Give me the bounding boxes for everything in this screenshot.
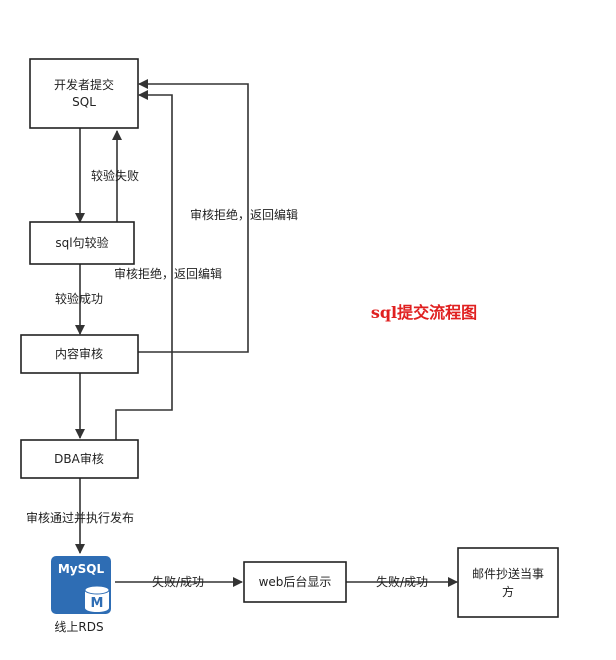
email-notify-line2: 方 <box>502 584 514 599</box>
node-web-display: web后台显示 <box>243 561 347 603</box>
edge-reject-content <box>138 79 249 353</box>
label-approve-publish: 审核通过并执行发布 <box>26 510 134 525</box>
label-reject-dba: 审核拒绝，返回编辑 <box>114 266 222 281</box>
developer-submit-line1: 开发者提交 <box>54 77 114 92</box>
content-review-label: 内容审核 <box>55 346 103 361</box>
node-developer-submit: 开发者提交 SQL <box>29 58 139 129</box>
label-check-success: 较验成功 <box>55 291 103 306</box>
node-dba-review: DBA审核 <box>20 439 139 479</box>
label-web-to-email: 失败/成功 <box>376 574 428 589</box>
node-content-review: 内容审核 <box>20 334 139 374</box>
rds-caption: 线上RDS <box>54 620 103 634</box>
email-notify-line1: 邮件抄送当事 <box>472 566 544 581</box>
edges <box>75 79 458 587</box>
label-check-failed: 较验失败 <box>91 168 139 183</box>
dba-review-label: DBA审核 <box>54 451 104 466</box>
database-cylinder-icon: M <box>84 585 110 612</box>
diagram-title: sql提交流程图 <box>371 303 477 322</box>
mysql-logo-text: MySQL <box>58 562 105 576</box>
node-sql-check: sql句较验 <box>29 221 135 265</box>
edge-reject-dba <box>115 90 173 440</box>
mysql-m-letter: M <box>91 596 104 611</box>
sql-check-label: sql句较验 <box>55 235 108 250</box>
node-email-notify: 邮件抄送当事 方 <box>457 547 559 618</box>
web-display-label: web后台显示 <box>259 574 332 589</box>
label-reject-content: 审核拒绝，返回编辑 <box>190 207 298 222</box>
developer-submit-line2: SQL <box>72 95 96 109</box>
mysql-rds-icon: MySQL M <box>51 556 111 614</box>
label-rds-to-web: 失败/成功 <box>152 574 204 589</box>
